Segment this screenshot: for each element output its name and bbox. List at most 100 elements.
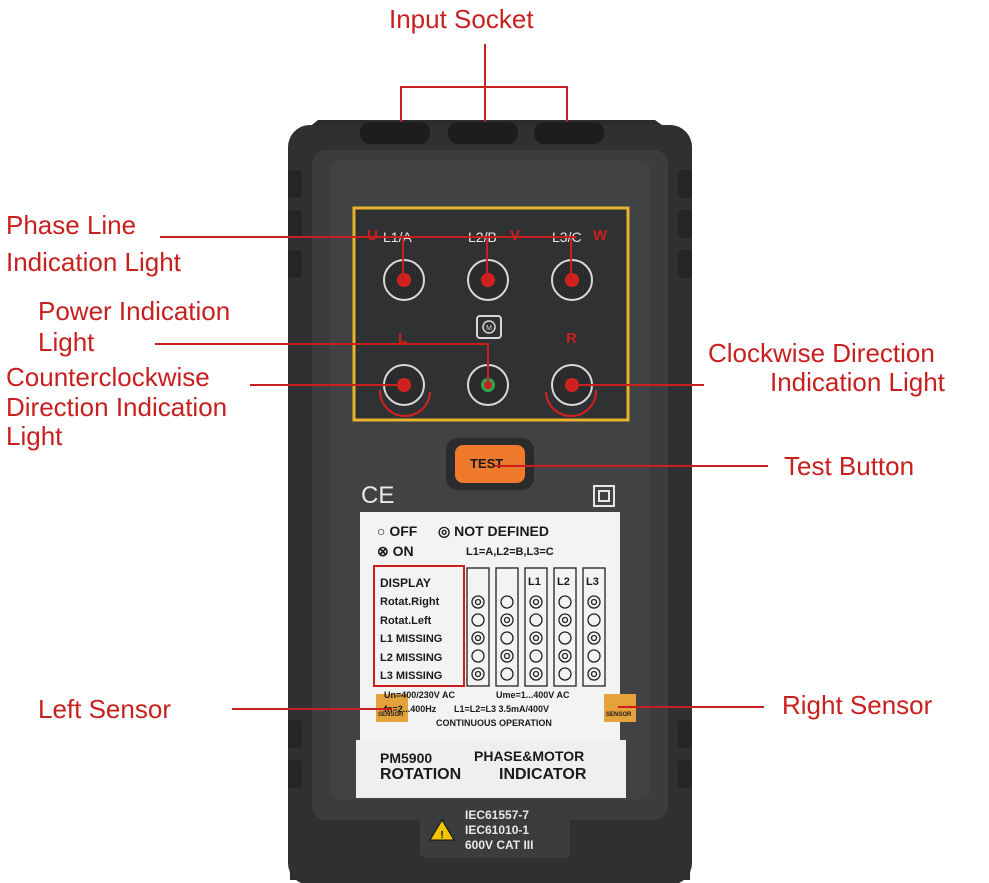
symbol-circle [558, 631, 572, 645]
symbol-grid [466, 567, 606, 687]
symbol-inner [474, 598, 482, 606]
col-l1: L1 [528, 576, 541, 588]
col-l2: L2 [557, 576, 570, 588]
callout-dot-ccw [400, 381, 408, 389]
warning-icon [429, 819, 455, 841]
symbol-inner [561, 616, 569, 624]
row-l2-missing: L2 MISSING [380, 652, 443, 664]
symbol-column [495, 567, 519, 687]
callout-power-2: Light [38, 327, 95, 357]
callout-phase-line-1: Phase Line [6, 210, 137, 240]
symbol-circle [587, 613, 601, 627]
spec-continuous: CONTINUOUS OPERATION [436, 718, 552, 728]
symbol-inner [532, 670, 540, 678]
callout-ccw-3: Light [6, 421, 63, 451]
symbol-circle [471, 667, 485, 681]
symbol-inner [532, 598, 540, 606]
input-sockets[interactable] [360, 122, 604, 144]
symbol-circle [471, 613, 485, 627]
symbol-circle [500, 631, 514, 645]
svg-text:!: ! [440, 830, 443, 841]
symbol-circle [529, 667, 543, 681]
spec-un: Un=400/230V AC [384, 690, 455, 700]
symbol-circle [471, 595, 485, 609]
symbol-inner [590, 598, 598, 606]
product-line-2a: ROTATION [380, 766, 462, 783]
model-number: PM5900 [380, 750, 433, 766]
grip-ridges [288, 170, 692, 788]
product-line-1: PHASE&MOTOR [474, 748, 585, 764]
symbol-circle [529, 613, 543, 627]
symbol-circle [587, 595, 601, 609]
callout-line-cw [572, 384, 704, 386]
symbol-column [524, 567, 548, 687]
symbol-circle [500, 649, 514, 663]
test-button-label: TEST [470, 456, 504, 471]
symbol-column [466, 567, 490, 687]
symbol-circle [529, 595, 543, 609]
callout-right-sensor: Right Sensor [782, 690, 933, 720]
symbol-inner [503, 616, 511, 624]
callout-ccw-2: Direction Indication [6, 392, 228, 422]
callout-line-ccw [250, 384, 404, 386]
callout-cw-1: Clockwise Direction [708, 338, 935, 368]
product-line-2b: INDICATOR [499, 766, 587, 783]
callout-line-input-mid [484, 86, 486, 122]
symbol-inner [590, 634, 598, 642]
callout-ccw-1: Counterclockwise [6, 362, 210, 392]
symbol-circle [587, 649, 601, 663]
callout-dot-l1 [398, 276, 406, 284]
right-sensor [604, 694, 636, 722]
legend-off: ○ OFF [377, 523, 418, 539]
symbol-circle [471, 631, 485, 645]
callout-line-phase-l2 [486, 236, 488, 280]
symbol-circle [558, 667, 572, 681]
callout-dot-l2 [482, 276, 490, 284]
callout-dot-cw [568, 381, 576, 389]
symbol-circle [500, 595, 514, 609]
symbol-column [553, 567, 577, 687]
callout-line-power-drop [487, 343, 489, 385]
symbol-circle [529, 631, 543, 645]
callout-line-phase-l3 [570, 236, 572, 280]
callout-line-power [155, 343, 488, 345]
symbol-column [582, 567, 606, 687]
callout-input-socket: Input Socket [389, 4, 534, 34]
callout-line-input-left [400, 86, 402, 122]
phase-label-w: W [593, 227, 608, 244]
phase-label-u: U [367, 227, 378, 244]
symbol-circle [500, 613, 514, 627]
symbol-circle [500, 667, 514, 681]
symbol-inner [474, 634, 482, 642]
double-insulation-icon [593, 485, 615, 507]
row-rotat-left: Rotat.Left [380, 615, 432, 627]
symbol-circle [558, 649, 572, 663]
callout-line-phase [160, 236, 576, 238]
callout-line-left-sensor [232, 708, 392, 710]
symbol-circle [587, 631, 601, 645]
callout-line-right-sensor [618, 706, 764, 708]
legend-on: ⊗ ON [377, 543, 414, 559]
standard-1: IEC61557-7 [465, 808, 530, 822]
symbol-circle [471, 649, 485, 663]
left-sensor-label: SENSOR [378, 712, 404, 718]
test-button[interactable] [455, 445, 525, 483]
symbol-inner [503, 652, 511, 660]
spec-ume: Ume=1...400V AC [496, 690, 570, 700]
phase-label-v: V [510, 227, 520, 244]
symbol-circle [558, 595, 572, 609]
row-rotat-right: Rotat.Right [380, 596, 440, 608]
callout-line-input-right [566, 86, 568, 122]
svg-text:M: M [486, 325, 492, 332]
callout-cw-2: Indication Light [770, 367, 945, 397]
direction-label-right: R [566, 330, 577, 347]
symbol-inner [532, 634, 540, 642]
callout-test-button: Test Button [784, 451, 915, 481]
callout-phase-line-2: Indication Light [6, 247, 181, 277]
legend-not-defined: ◎ NOT DEFINED [438, 523, 549, 539]
symbol-circle [587, 667, 601, 681]
symbol-inner [474, 670, 482, 678]
symbol-inner [590, 670, 598, 678]
symbol-circle [529, 649, 543, 663]
